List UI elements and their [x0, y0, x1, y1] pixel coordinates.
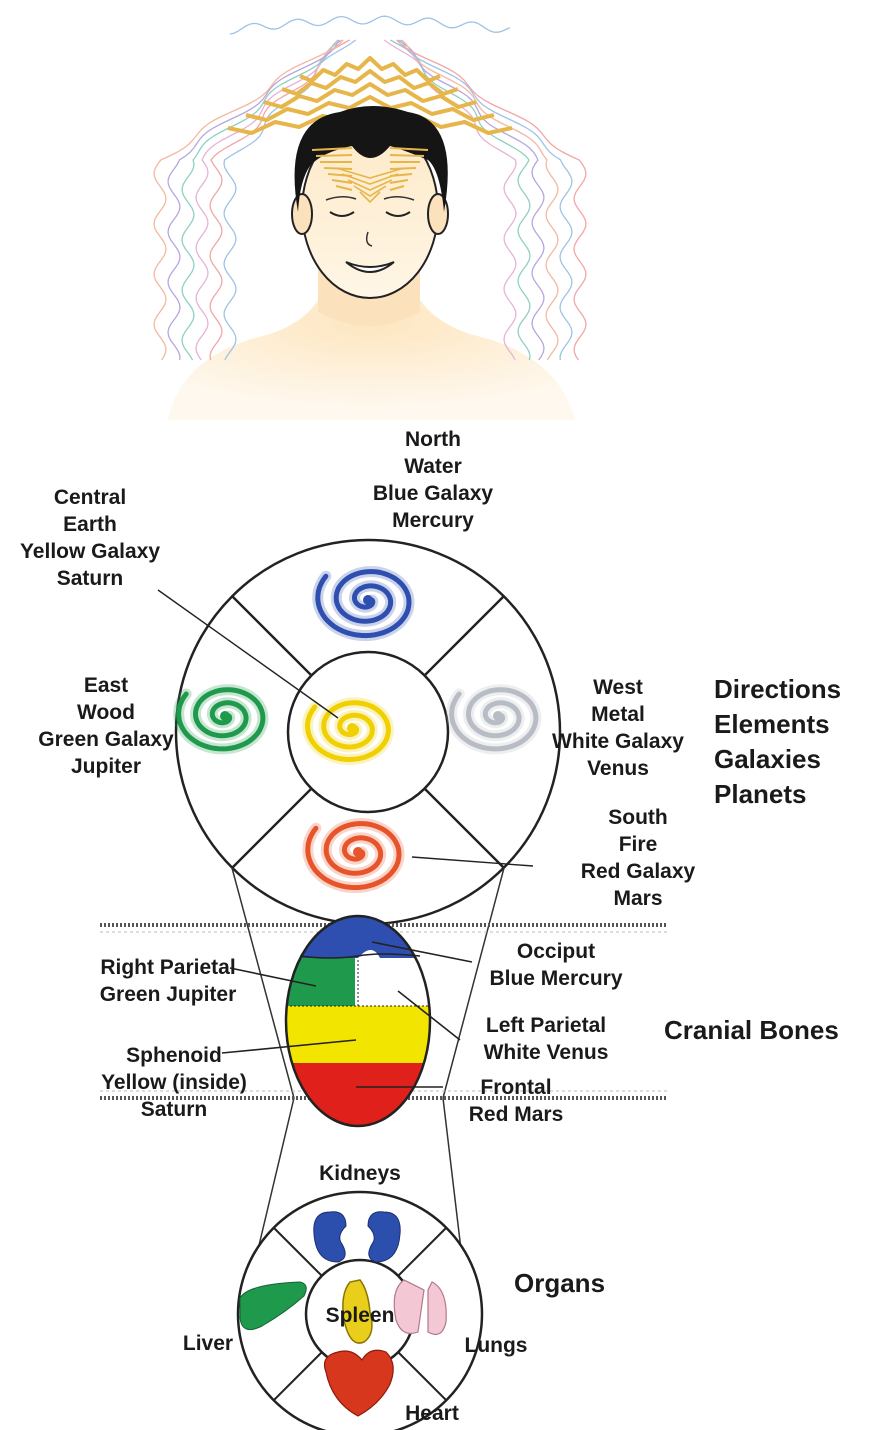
west-galaxy: White Galaxy: [538, 728, 698, 755]
left-ear: [292, 194, 312, 234]
red-galaxy-core: [353, 847, 363, 857]
west-galaxy-label: West Metal White Galaxy Venus: [538, 674, 698, 782]
heading-directions: Directions: [714, 672, 841, 707]
west-planet: Venus: [538, 755, 698, 782]
occiput-color-planet: Blue Mercury: [466, 965, 646, 992]
north-element: Water: [353, 453, 513, 480]
frontal-label: Frontal Red Mars: [436, 1074, 596, 1128]
east-element: Wood: [20, 699, 192, 726]
yellow-galaxy-core: [347, 723, 357, 733]
lungs-label: Lungs: [456, 1332, 536, 1359]
spleen-label: Spleen: [300, 1302, 420, 1329]
south-planet: Mars: [558, 885, 718, 912]
sphenoid-planet: Saturn: [92, 1096, 256, 1123]
meditating-head-illustration: [154, 16, 586, 420]
east-galaxy-label: East Wood Green Galaxy Jupiter: [20, 672, 192, 780]
south-galaxy: Red Galaxy: [558, 858, 718, 885]
heading-elements: Elements: [714, 707, 841, 742]
galaxies-heading: Directions Elements Galaxies Planets: [714, 672, 841, 812]
right-parietal-color-planet: Green Jupiter: [78, 981, 258, 1008]
west-direction: West: [538, 674, 698, 701]
organs-heading: Organs: [514, 1266, 605, 1301]
frontal-name: Frontal: [436, 1074, 596, 1101]
central-direction: Central: [8, 484, 172, 511]
kidneys-label: Kidneys: [300, 1160, 420, 1187]
left-parietal-color-planet: White Venus: [456, 1039, 636, 1066]
east-planet: Jupiter: [20, 753, 192, 780]
north-galaxy-label: North Water Blue Galaxy Mercury: [353, 426, 513, 534]
heading-galaxies: Galaxies: [714, 742, 841, 777]
galaxy-wheel: [158, 540, 560, 924]
blue-galaxy-core: [363, 595, 373, 605]
aura-wave-top: [230, 16, 510, 34]
sphenoid-color: Yellow (inside): [92, 1069, 256, 1096]
occiput-name: Occiput: [466, 938, 646, 965]
south-direction: South: [558, 804, 718, 831]
frontal-color-planet: Red Mars: [436, 1101, 596, 1128]
south-galaxy-label: South Fire Red Galaxy Mars: [558, 804, 718, 912]
sphenoid-label: Sphenoid Yellow (inside) Saturn: [92, 1042, 256, 1123]
sphenoid-bone-yellow: [280, 1005, 440, 1063]
cranial-bones-heading: Cranial Bones: [664, 1013, 839, 1048]
left-parietal-name: Left Parietal: [456, 1012, 636, 1039]
heading-planets: Planets: [714, 777, 841, 812]
hair-line-right: [390, 155, 424, 156]
north-direction: North: [353, 426, 513, 453]
sphenoid-name: Sphenoid: [92, 1042, 256, 1069]
occiput-label: Occiput Blue Mercury: [466, 938, 646, 992]
central-planet: Saturn: [8, 565, 172, 592]
central-element: Earth: [8, 511, 172, 538]
white-galaxy-core: [493, 711, 503, 721]
cranial-bones-skull: [222, 910, 472, 1132]
east-galaxy: Green Galaxy: [20, 726, 192, 753]
right-parietal-label: Right Parietal Green Jupiter: [78, 954, 258, 1008]
left-parietal-label: Left Parietal White Venus: [456, 1012, 636, 1066]
north-planet: Mercury: [353, 507, 513, 534]
central-galaxy: Yellow Galaxy: [8, 538, 172, 565]
south-element: Fire: [558, 831, 718, 858]
east-direction: East: [20, 672, 192, 699]
west-element: Metal: [538, 701, 698, 728]
hair-line-left: [316, 155, 352, 156]
heart-label: Heart: [392, 1400, 472, 1427]
north-galaxy: Blue Galaxy: [353, 480, 513, 507]
central-galaxy-label: Central Earth Yellow Galaxy Saturn: [8, 484, 172, 592]
liver-label: Liver: [168, 1330, 248, 1357]
right-parietal-name: Right Parietal: [78, 954, 258, 981]
green-galaxy-core: [220, 711, 230, 721]
